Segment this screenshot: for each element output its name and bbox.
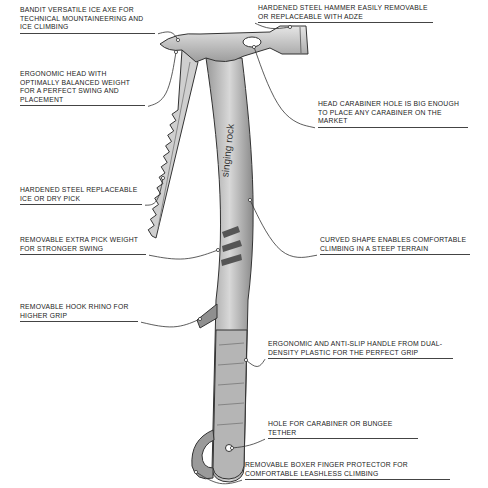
leader-line xyxy=(232,439,265,448)
carabiner-hole xyxy=(243,37,261,47)
leader-line xyxy=(141,319,200,327)
rhino-hook xyxy=(197,304,217,328)
pick xyxy=(148,50,198,238)
leader-dot xyxy=(194,470,197,473)
leader-line xyxy=(149,250,218,259)
leader-line xyxy=(255,23,290,28)
leader-dot xyxy=(288,25,291,28)
pick-edge xyxy=(158,62,190,228)
label-holder: BANDIT VERSATILE ICE AXE FOR TECHNICAL M… xyxy=(20,6,155,34)
callout-label: HARDENED STEEL REPLACEABLE ICE OR DRY PI… xyxy=(20,186,142,205)
callout-label: ERGONOMIC HEAD WITH OPTIMALLY BALANCED W… xyxy=(20,70,145,106)
label-holder: CURVED SHAPE ENABLES COMFORTABLE CLIMBIN… xyxy=(320,236,470,255)
callout-label: REMOVABLE BOXER FINGER PROTECTOR FOR COM… xyxy=(245,461,450,480)
shaft xyxy=(206,58,253,482)
label-holder: ERGONOMIC AND ANTI-SLIP HANDLE FROM DUAL… xyxy=(268,340,453,359)
leader-dot xyxy=(248,198,251,201)
leader-dot xyxy=(216,248,219,251)
callout-label: ERGONOMIC AND ANTI-SLIP HANDLE FROM DUAL… xyxy=(268,340,453,359)
leader-dot xyxy=(230,446,233,449)
leader-dot xyxy=(176,38,179,41)
handle-grip xyxy=(213,330,247,479)
callout-label: HEAD CARABINER HOLE IS BIG ENOUGH TO PLA… xyxy=(318,100,468,128)
callout-label: CURVED SHAPE ENABLES COMFORTABLE CLIMBIN… xyxy=(320,236,470,255)
finger-protector xyxy=(192,430,214,479)
leader-dot xyxy=(252,45,255,48)
head xyxy=(160,26,308,62)
label-holder: REMOVABLE BOXER FINGER PROTECTOR FOR COM… xyxy=(245,461,450,480)
callout-label: REMOVABLE EXTRA PICK WEIGHT FOR STRONGER… xyxy=(20,236,146,255)
leader-line xyxy=(254,47,315,128)
callout-label: REMOVABLE HOOK RHINO FOR HIGHER GRIP xyxy=(20,303,138,322)
label-holder: singing rock xyxy=(201,145,254,156)
callout-label: HOLE FOR CARABINER OR BUNGEE TETHER xyxy=(268,420,418,439)
label-holder: REMOVABLE HOOK RHINO FOR HIGHER GRIP xyxy=(20,303,138,322)
hammer-face xyxy=(300,27,301,53)
label-holder: HARDENED STEEL HAMMER EASILY REMOVABLE O… xyxy=(258,4,433,23)
leader-dot xyxy=(244,358,247,361)
leader-line xyxy=(246,359,265,366)
label-holder: REMOVABLE EXTRA PICK WEIGHT FOR STRONGER… xyxy=(20,236,146,255)
callout-label: HARDENED STEEL HAMMER EASILY REMOVABLE O… xyxy=(258,4,433,23)
leader-line xyxy=(158,32,178,40)
leader-dot xyxy=(161,176,164,179)
pick-weight-marks xyxy=(221,226,242,266)
leader-line xyxy=(250,200,317,257)
leader-dot xyxy=(198,317,201,320)
leader-dot xyxy=(174,50,177,53)
callout-label: BANDIT VERSATILE ICE AXE FOR TECHNICAL M… xyxy=(20,6,155,34)
leader-line xyxy=(148,52,176,106)
label-holder: HARDENED STEEL REPLACEABLE ICE OR DRY PI… xyxy=(20,186,142,205)
grip-lines xyxy=(217,343,244,425)
leader-line xyxy=(145,178,163,205)
label-holder: HEAD CARABINER HOLE IS BIG ENOUGH TO PLA… xyxy=(318,100,468,128)
label-holder: ERGONOMIC HEAD WITH OPTIMALLY BALANCED W… xyxy=(20,70,145,106)
label-holder: HOLE FOR CARABINER OR BUNGEE TETHER xyxy=(268,420,418,439)
leader-line xyxy=(196,472,242,484)
